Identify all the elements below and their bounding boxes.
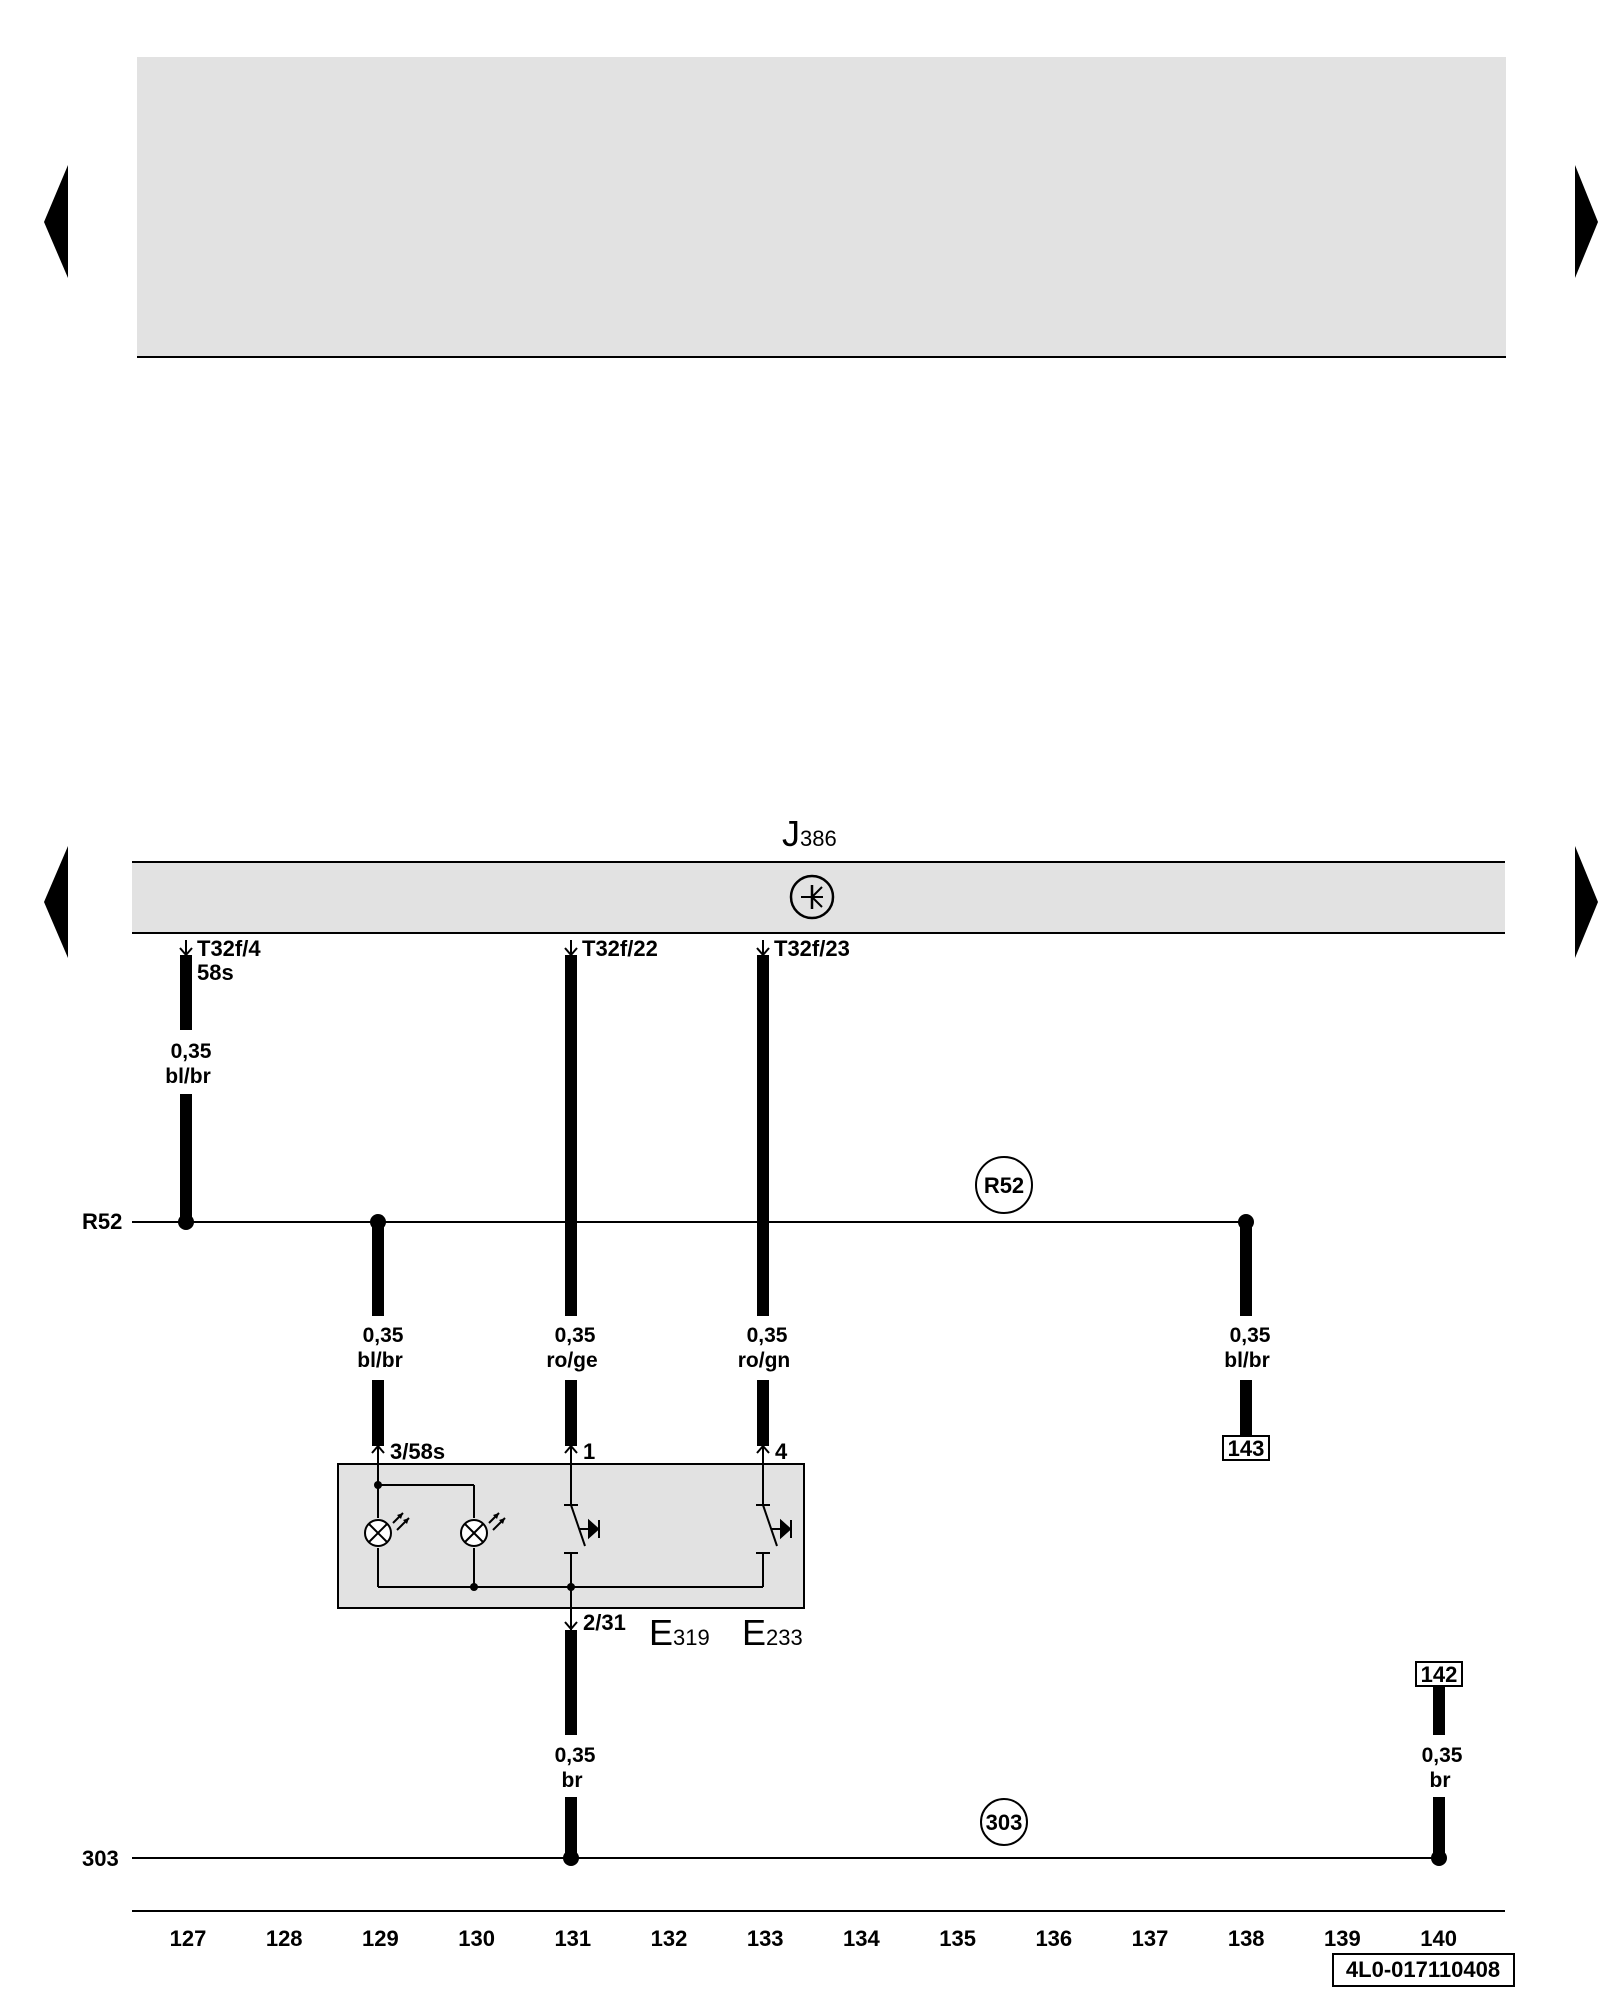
drawing-id-label: 4L0-017110408 [1346,1957,1500,1982]
wire-4-gauge: 0,35 [747,1324,788,1347]
wire-1-gauge: 0,35 [171,1040,212,1063]
electronic-component-icon [789,874,835,920]
track-number: 128 [266,1926,303,1951]
switch-e233-label: E233 [742,1612,803,1653]
junction-dot [178,1214,194,1230]
nav-right-bottom-icon[interactable] [1575,846,1598,958]
track-number: 130 [458,1926,495,1951]
track-number: 137 [1132,1926,1169,1951]
junction-dot [470,1583,478,1591]
wire-6-gauge: 0,35 [555,1744,596,1767]
drawing-id-box [1332,1953,1515,1987]
track-number: 131 [554,1926,591,1951]
nav-left-bottom-icon[interactable] [44,846,68,958]
wire-7-color: br [1430,1769,1451,1792]
wire-2-gauge: 0,35 [363,1324,404,1347]
nav-left-top-icon[interactable] [44,165,68,278]
lamp-icon [364,1512,410,1547]
wire-6-color: br [562,1769,583,1792]
pin-2-31-arrow [564,1608,578,1631]
switch-e319-label: E319 [649,1612,710,1653]
track-number: 136 [1035,1926,1072,1951]
pin-58s: 58s [197,960,234,985]
push-switch-icon [756,1504,792,1554]
control-unit-label: J386 [782,813,837,854]
nav-right-top-icon[interactable] [1575,165,1598,278]
svg-text:R52: R52 [984,1173,1024,1198]
ref-142-label: 142 [1421,1662,1458,1687]
r52-circle [975,1156,1033,1214]
connector-t32f-4 [179,940,193,957]
pin-1-label: 1 [583,1439,595,1464]
junction-dot [563,1850,579,1866]
pin-t32f-23: T32f/23 [774,936,850,961]
wire-5-color: bl/br [1224,1349,1270,1372]
pin-3-58s-arrow [371,1444,385,1464]
r52-bus-label: R52 [82,1209,122,1234]
junction-dot [374,1481,382,1489]
pin-3-58s-label: 3/58s [390,1439,445,1464]
wire-3-color: ro/ge [546,1349,597,1372]
track-number: 127 [170,1926,207,1951]
ground-303-bus-label: 303 [82,1846,119,1871]
svg-text:303: 303 [986,1810,1023,1835]
track-labels: 127 128 129 130 131 132 133 134 135 136 137 138 139 1… [170,1926,1457,1951]
wire-3-gauge: 0,35 [555,1324,596,1347]
track-number: 134 [843,1926,880,1951]
wire-7-gauge: 0,35 [1422,1744,1463,1767]
wire-1-color: bl/br [165,1065,211,1088]
track-number: 135 [939,1926,976,1951]
track-number: 133 [747,1926,784,1951]
connector-t32f-23 [756,940,770,957]
track-number: 132 [651,1926,688,1951]
push-switch-icon [564,1504,600,1554]
wire-5-gauge: 0,35 [1230,1324,1271,1347]
ref-142-box[interactable] [1415,1661,1463,1687]
wire-2-color: bl/br [357,1349,403,1372]
track-number: 129 [362,1926,399,1951]
ref-143-label: 143 [1228,1436,1265,1461]
ground-303-circle [980,1798,1028,1846]
pin-1-arrow [564,1444,578,1464]
track-number: 140 [1420,1926,1457,1951]
pin-t32f-22: T32f/22 [582,936,658,961]
pin-t32f-4: T32f/4 [197,936,261,961]
track-number: 139 [1324,1926,1361,1951]
switch-internal-wiring [377,1464,764,1620]
connector-t32f-22 [564,940,578,957]
pin-4-label: 4 [775,1439,788,1464]
lamp-icon [460,1512,506,1547]
wire-4-color: ro/gn [738,1349,791,1372]
top-panel [137,57,1506,357]
junction-dot [567,1583,575,1591]
junction-dot [1431,1850,1447,1866]
pin-4-arrow [756,1444,770,1464]
track-number: 138 [1228,1926,1265,1951]
pin-2-31-label: 2/31 [583,1610,626,1635]
ref-143-box[interactable] [1222,1435,1270,1461]
